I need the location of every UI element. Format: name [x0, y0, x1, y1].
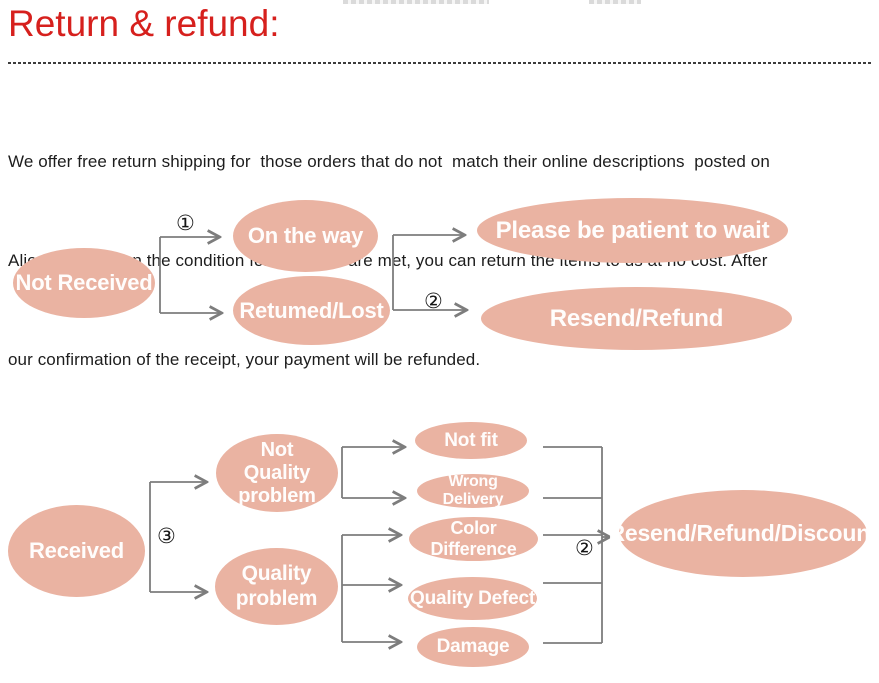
cropped-text-remnant	[343, 0, 489, 4]
section-title: Return & refund:	[8, 3, 280, 44]
node-quality-problem: Quality problem	[215, 548, 338, 625]
node-quality-defect: Quality Defect	[408, 577, 537, 620]
node-not-received: Not Received	[13, 248, 155, 318]
node-returned-lost: Retumed/Lost	[233, 276, 390, 345]
cropped-text-remnant	[589, 0, 641, 4]
intro-line: our confirmation of the receipt, your pa…	[8, 350, 481, 369]
node-please-be-patient: Please be patient to wait	[477, 198, 788, 263]
step-2-badge-flow1: ②	[424, 289, 443, 313]
intro-line: We offer free return shipping for those …	[8, 152, 770, 171]
step-2-badge-flow2: ②	[575, 536, 594, 560]
node-on-the-way: On the way	[233, 200, 378, 272]
node-wrong-delivery: Wrong Delivery	[417, 473, 529, 508]
node-resend-refund-discount: Resend/Refund/Discount	[608, 490, 878, 577]
step-1-badge: ①	[176, 211, 195, 235]
node-received: Received	[8, 505, 145, 597]
node-color-difference: Color Difference	[409, 517, 538, 561]
node-not-quality-problem: Not Quality problem	[216, 434, 338, 512]
node-damage: Damage	[417, 627, 529, 667]
node-not-fit: Not fit	[415, 422, 527, 459]
intro-paragraph: We offer free return shipping for those …	[8, 79, 770, 442]
node-resend-refund: Resend/Refund	[481, 287, 792, 350]
step-3-badge: ③	[157, 524, 176, 548]
